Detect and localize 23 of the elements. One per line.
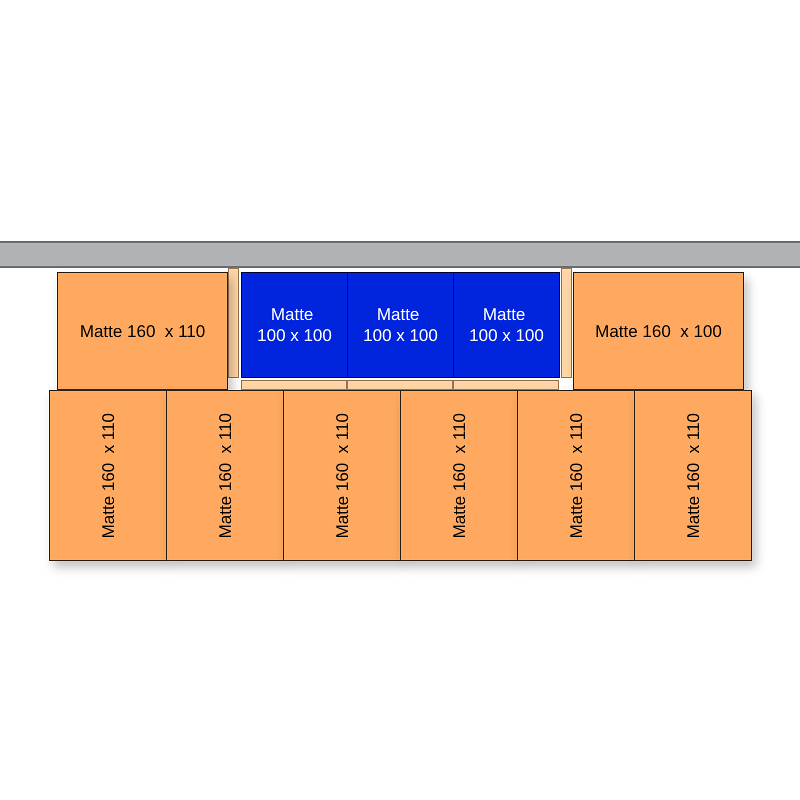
floor-mat [283, 390, 401, 561]
mat-label: Matte 160 x 110 [448, 412, 470, 538]
floor-mat [166, 390, 284, 561]
mat-label: Matte 160 x 110 [332, 412, 352, 538]
floor-mat [241, 272, 348, 378]
mat-label: Matte 160 x 110 [98, 412, 118, 538]
mat-label: Matte 160 x 100 [595, 320, 722, 342]
mat-label: Matte 100 x 100 [257, 304, 332, 346]
floor-mat [573, 272, 744, 390]
wall-bar [0, 241, 800, 268]
floor-mat [49, 390, 167, 561]
mat-label: Matte 160 x 110 [214, 412, 236, 538]
floor-mat [517, 390, 635, 561]
floor-mat [453, 272, 560, 378]
mat-label: Matte 160 x 110 [80, 320, 206, 342]
mat-label: Matte 100 x 100 [469, 304, 544, 346]
floor-mat [57, 272, 228, 390]
floor-mat [347, 272, 454, 378]
floor-mat [634, 390, 752, 561]
floor-mat [400, 390, 518, 561]
mat-label: Matte 100 x 100 [363, 304, 438, 346]
mat-label: Matte 160 x 110 [682, 412, 704, 538]
mat-label: Matte 160 x 110 [566, 412, 586, 538]
